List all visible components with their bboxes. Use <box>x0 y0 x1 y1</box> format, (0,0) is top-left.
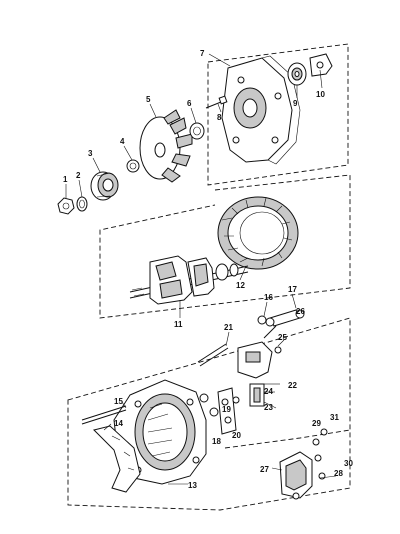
callout-13: 13 <box>188 481 197 490</box>
callout-24: 24 <box>264 387 273 396</box>
callout-11: 11 <box>174 320 183 329</box>
shield-part <box>93 425 141 493</box>
terminal-strip-part <box>265 309 305 327</box>
callout-20: 20 <box>232 431 241 440</box>
callout-10: 10 <box>316 90 325 99</box>
callout-17: 17 <box>288 285 297 294</box>
assembly-boundaries <box>67 43 351 511</box>
callout-15: 15 <box>114 397 123 406</box>
callout-26: 26 <box>296 307 305 316</box>
rear-housing-boundary <box>67 317 351 511</box>
housing-screw-part <box>205 95 228 109</box>
callout-2: 2 <box>76 171 81 180</box>
callout-7: 7 <box>200 49 205 58</box>
spacer-part <box>126 159 140 173</box>
lock-washer-part <box>76 196 88 212</box>
callout-6: 6 <box>187 99 192 108</box>
nut-part <box>57 197 75 215</box>
callout-28: 28 <box>334 469 343 478</box>
callout-1: 1 <box>63 175 68 184</box>
callout-29: 29 <box>312 419 321 428</box>
retainer-plate-part <box>309 53 333 77</box>
callout-31: 31 <box>330 413 339 422</box>
callout-14: 14 <box>114 419 123 428</box>
callout-19: 19 <box>222 405 231 414</box>
callout-4: 4 <box>120 137 125 146</box>
callout-21: 21 <box>224 323 233 332</box>
rear-housing-boundary-inner <box>224 429 351 449</box>
callout-12: 12 <box>236 281 245 290</box>
regulator-part <box>237 325 277 379</box>
fan-part <box>139 109 193 183</box>
stator-part <box>217 196 299 270</box>
front-bearing-part <box>189 122 205 140</box>
callout-3: 3 <box>88 149 93 158</box>
callout-23: 23 <box>264 403 273 412</box>
leader-lines <box>65 53 337 485</box>
rotor-part <box>129 255 249 305</box>
bolt-21-part <box>197 343 229 367</box>
small-nut-parts <box>199 315 328 480</box>
long-bolt-part <box>81 405 127 425</box>
pulley-part <box>90 171 119 201</box>
front-housing-part <box>221 55 301 165</box>
rear-housing-part <box>113 379 207 485</box>
callout-22: 22 <box>288 381 297 390</box>
rectifier-part <box>217 387 237 435</box>
callout-8: 8 <box>217 113 222 122</box>
brush-holder-part <box>249 383 265 407</box>
front-housing-boundary <box>207 43 349 186</box>
callout-18: 18 <box>212 437 221 446</box>
callout-5: 5 <box>146 95 151 104</box>
callout-30: 30 <box>344 459 353 468</box>
callout-9: 9 <box>293 99 298 108</box>
callout-16: 16 <box>264 293 273 302</box>
rear-cover-part <box>279 451 313 500</box>
callout-25: 25 <box>278 333 287 342</box>
callout-27: 27 <box>260 465 269 474</box>
rear-front-bearing-part <box>287 62 307 86</box>
callout-labels: 1 2 3 4 5 6 7 8 9 10 11 12 13 14 15 16 1… <box>63 49 353 490</box>
stator-boundary <box>99 174 351 319</box>
